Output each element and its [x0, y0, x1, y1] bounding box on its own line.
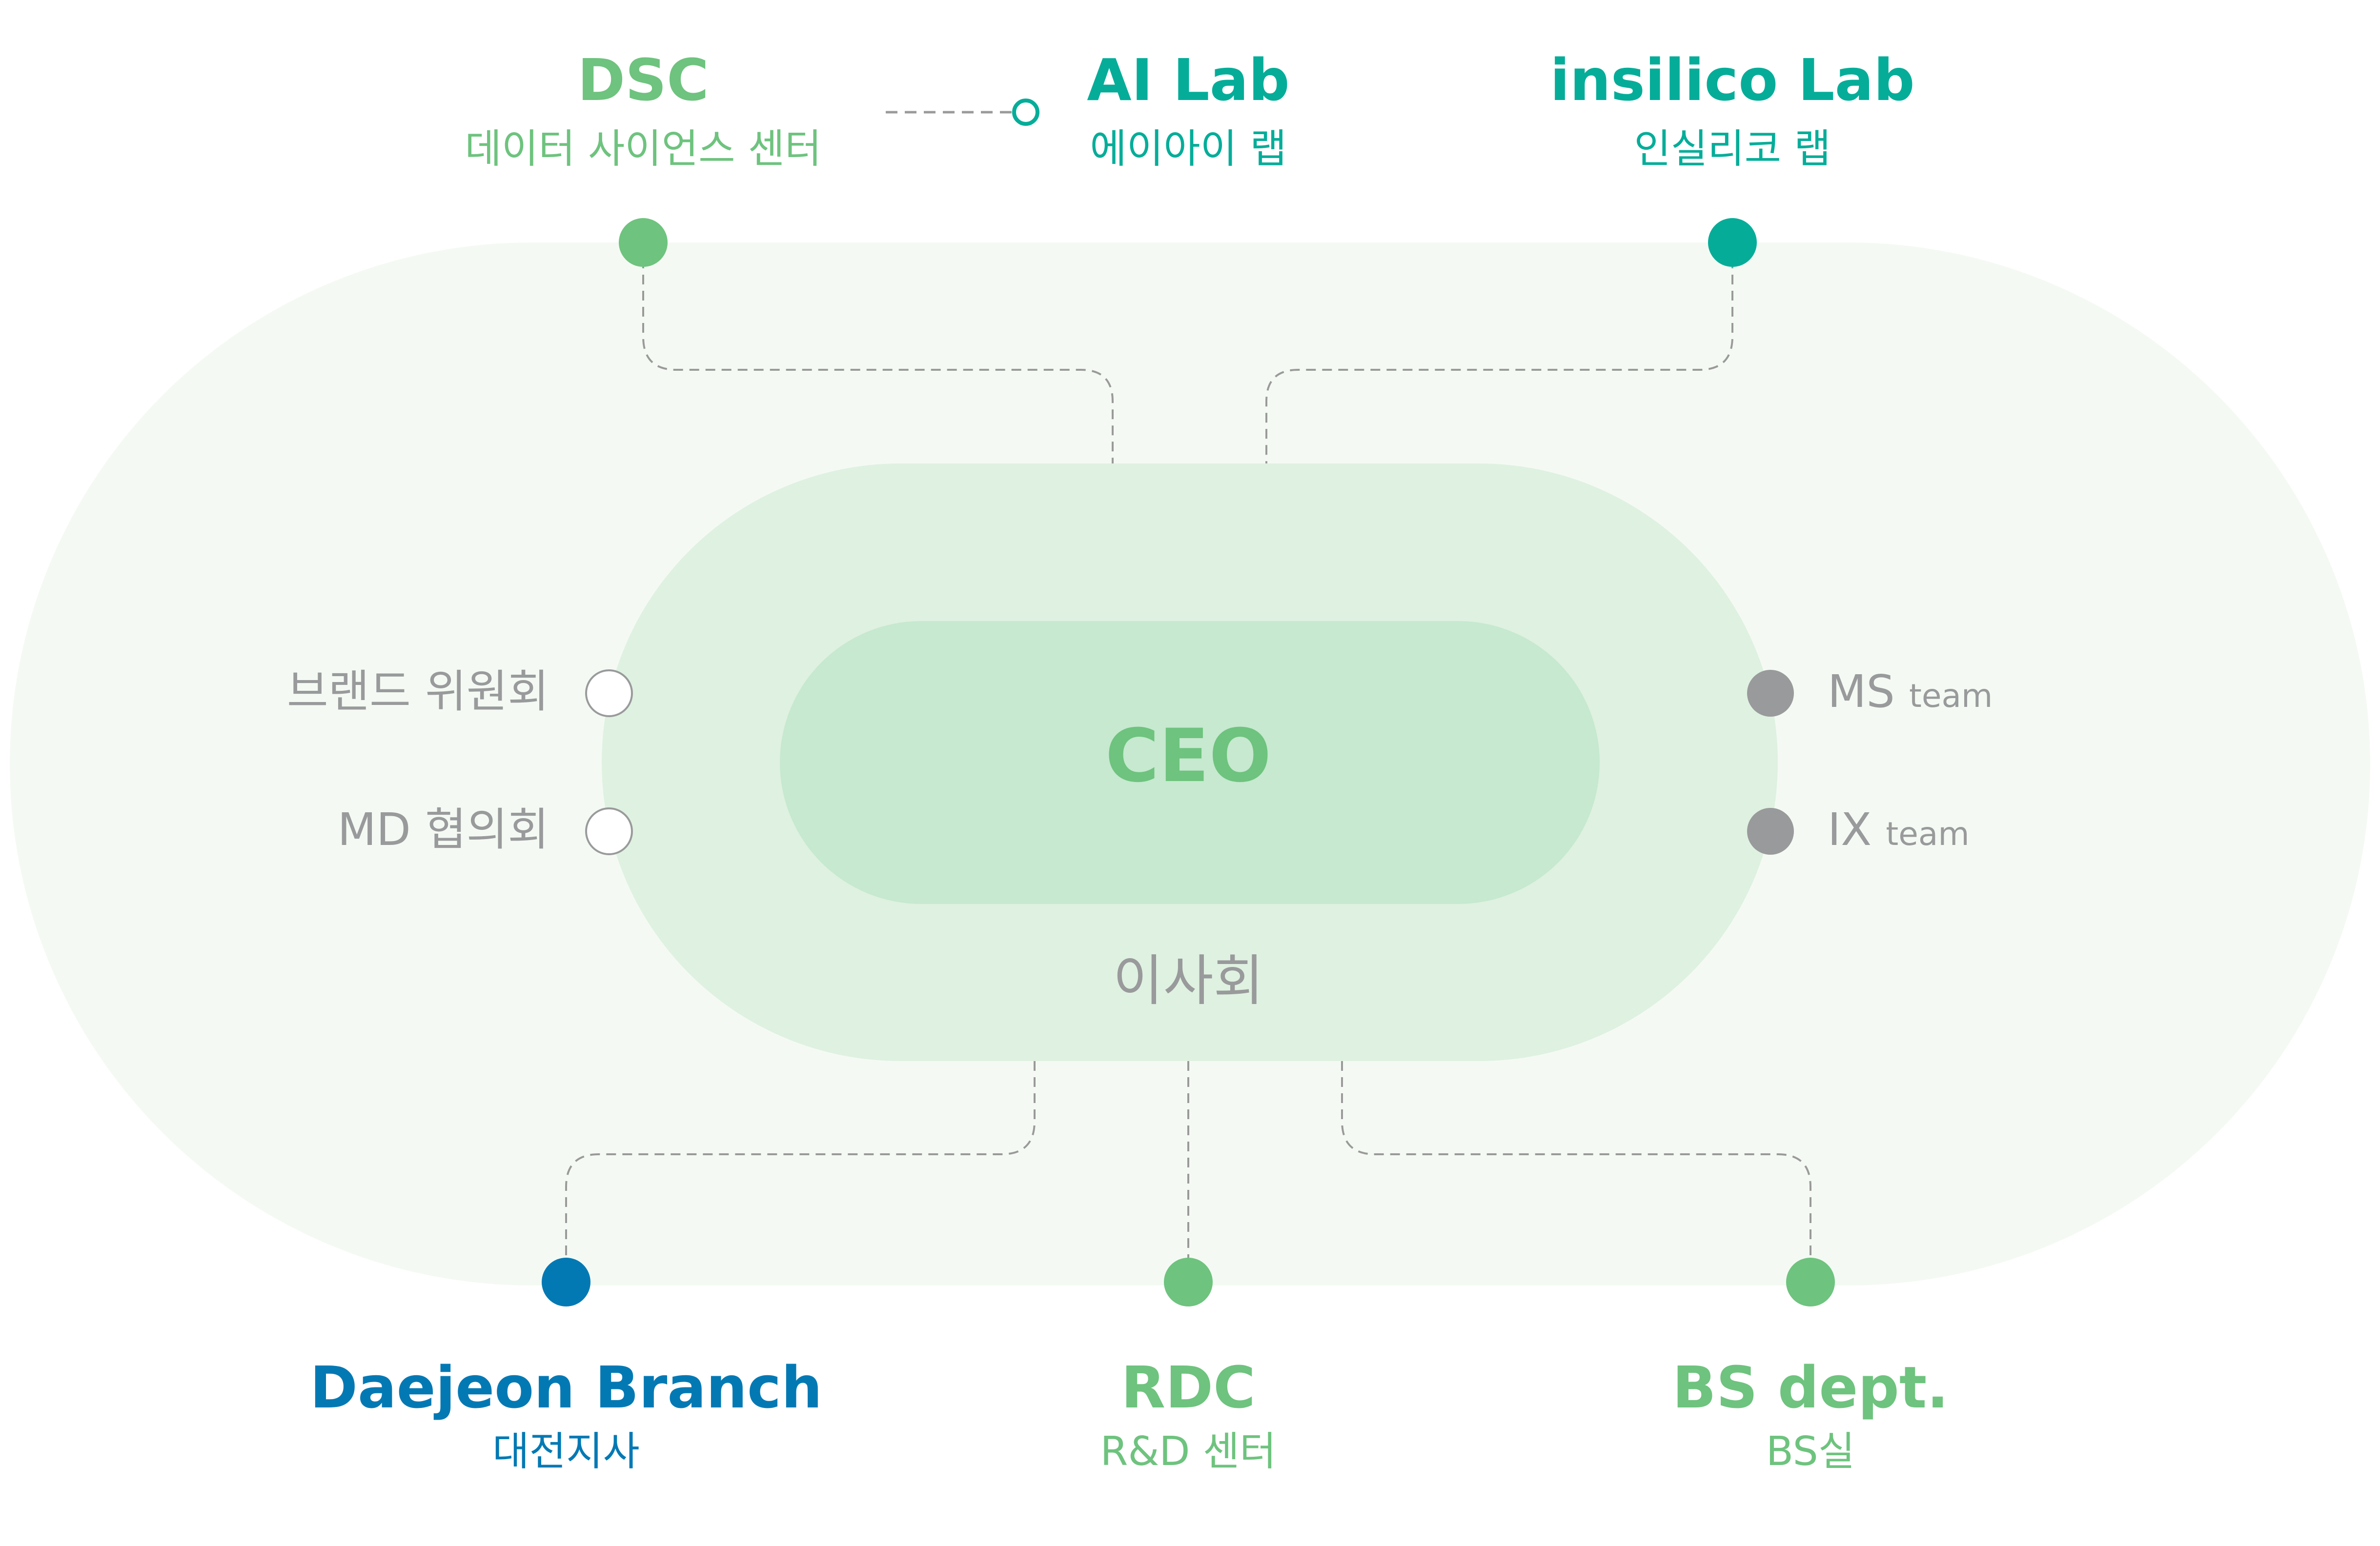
insilico-dot — [1708, 218, 1757, 267]
dsc-dot — [619, 218, 668, 267]
ceo-band — [780, 621, 1600, 904]
ix-team-label: IX team — [1828, 807, 1970, 852]
ailab-dot — [1012, 99, 1039, 126]
brand-committee-label: 브랜드 위원회 — [286, 665, 549, 718]
ms-team-label: MS team — [1828, 669, 1993, 714]
ms-team-name: MS — [1828, 665, 1895, 718]
connector-dsc — [642, 242, 1114, 463]
bs-dot — [1786, 1258, 1835, 1306]
md-council-label: MD 협의회 — [337, 803, 549, 856]
md-council-dot — [585, 807, 633, 855]
rdc-title: RDC — [1121, 1354, 1256, 1421]
rdc-dot — [1164, 1258, 1213, 1306]
rdc-subtitle: R&D 센터 — [1100, 1428, 1277, 1475]
daejeon-dot — [542, 1258, 590, 1306]
bs-title: BS dept. — [1672, 1354, 1949, 1421]
board-label: 이사회 — [1113, 949, 1264, 1013]
ailab-subtitle: 에이아이 랩 — [1090, 126, 1287, 172]
ms-team-suffix: team — [1909, 677, 1993, 715]
bs-subtitle: BS실 — [1766, 1428, 1855, 1475]
connector-bs — [1341, 1061, 1811, 1282]
ceo-label: CEO — [1105, 714, 1272, 799]
ailab-title: AI Lab — [1087, 46, 1290, 114]
insilico-title: insilico Lab — [1550, 46, 1915, 114]
daejeon-subtitle: 대전지사 — [492, 1428, 640, 1475]
ms-team-dot — [1747, 670, 1794, 717]
brand-committee-dot — [585, 669, 633, 717]
ix-team-name: IX — [1828, 803, 1872, 856]
ix-team-dot — [1747, 808, 1794, 855]
daejeon-title: Daejeon Branch — [310, 1354, 822, 1421]
connector-insilico — [1265, 242, 1733, 463]
insilico-subtitle: 인실리코 랩 — [1634, 126, 1831, 172]
dsc-subtitle: 데이터 사이언스 센터 — [465, 126, 822, 172]
ix-team-suffix: team — [1886, 815, 1970, 853]
dsc-title: DSC — [577, 46, 709, 114]
connector-daejeon — [565, 1061, 1036, 1282]
